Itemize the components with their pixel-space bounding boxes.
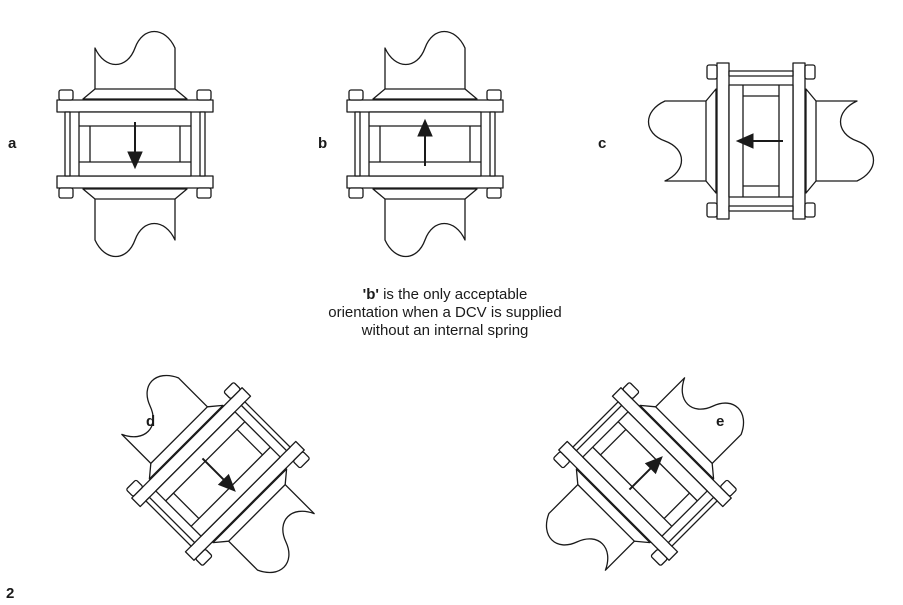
valve-e: [536, 365, 754, 583]
valve-c: [647, 62, 875, 220]
note-line-3: without an internal spring: [361, 322, 529, 339]
label-d: d: [146, 413, 156, 430]
label-a: a: [8, 135, 17, 152]
label-e: e: [716, 413, 725, 430]
valve-d: [109, 365, 327, 583]
valve-a: [56, 30, 214, 258]
figure-number: 2: [6, 585, 15, 602]
note-highlight: 'b': [362, 286, 379, 303]
orientation-note: 'b' is the only acceptable orientation w…: [245, 286, 645, 340]
label-b: b: [318, 135, 328, 152]
note-line-1-text: is the only acceptable: [378, 286, 528, 303]
note-line-2: orientation when a DCV is supplied: [328, 304, 562, 321]
label-c: c: [598, 135, 607, 152]
valve-b: [346, 30, 504, 258]
note-line-1: 'b' is the only acceptable: [245, 286, 645, 304]
